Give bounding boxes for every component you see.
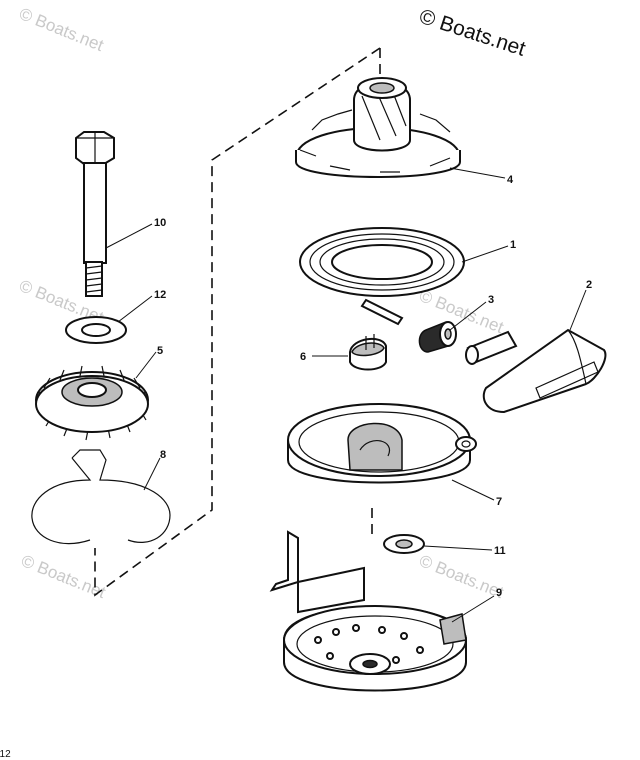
watermark-right-low: © Boats.net — [417, 551, 507, 602]
callout-12: 12 — [154, 289, 166, 301]
callout-8: 8 — [160, 449, 166, 461]
callout-2: 2 — [586, 279, 592, 291]
watermark-top-left: © Boats.net — [17, 4, 107, 55]
bracket-base-part — [269, 530, 467, 692]
bolt-part — [75, 131, 115, 297]
callout-11: 11 — [494, 545, 506, 557]
small-washer-part — [383, 534, 425, 554]
leader-7 — [451, 479, 495, 501]
leader-2 — [569, 289, 587, 331]
drive-pulley-part — [294, 77, 462, 178]
rewind-spring-part — [299, 227, 465, 326]
leader-11 — [423, 545, 493, 551]
footer-label: 412 — [0, 749, 11, 760]
pinion-gear-part — [35, 365, 149, 441]
callout-6: 6 — [300, 351, 306, 363]
leader-9 — [451, 595, 495, 623]
leader-12 — [117, 295, 153, 323]
starter-housing-part — [287, 403, 477, 484]
callout-10: 10 — [154, 217, 166, 229]
callout-7: 7 — [496, 496, 502, 508]
callout-1: 1 — [510, 239, 516, 251]
callout-3: 3 — [488, 294, 494, 306]
washer-part — [65, 316, 127, 344]
pawl-part — [349, 334, 387, 371]
leader-1 — [461, 245, 509, 263]
leader-10 — [105, 223, 153, 249]
callout-9: 9 — [496, 587, 502, 599]
leader-8 — [143, 457, 161, 491]
leader-5 — [135, 351, 157, 379]
spring-clip-part — [31, 449, 171, 545]
handle-part — [465, 328, 607, 414]
leader-3 — [449, 301, 487, 331]
leader-4 — [449, 167, 506, 179]
callout-5: 5 — [157, 345, 163, 357]
copyright-text: © Boats.net — [416, 5, 528, 61]
assembly-dash-line — [94, 47, 381, 597]
bushing-part — [418, 321, 457, 353]
callout-4: 4 — [507, 174, 514, 186]
